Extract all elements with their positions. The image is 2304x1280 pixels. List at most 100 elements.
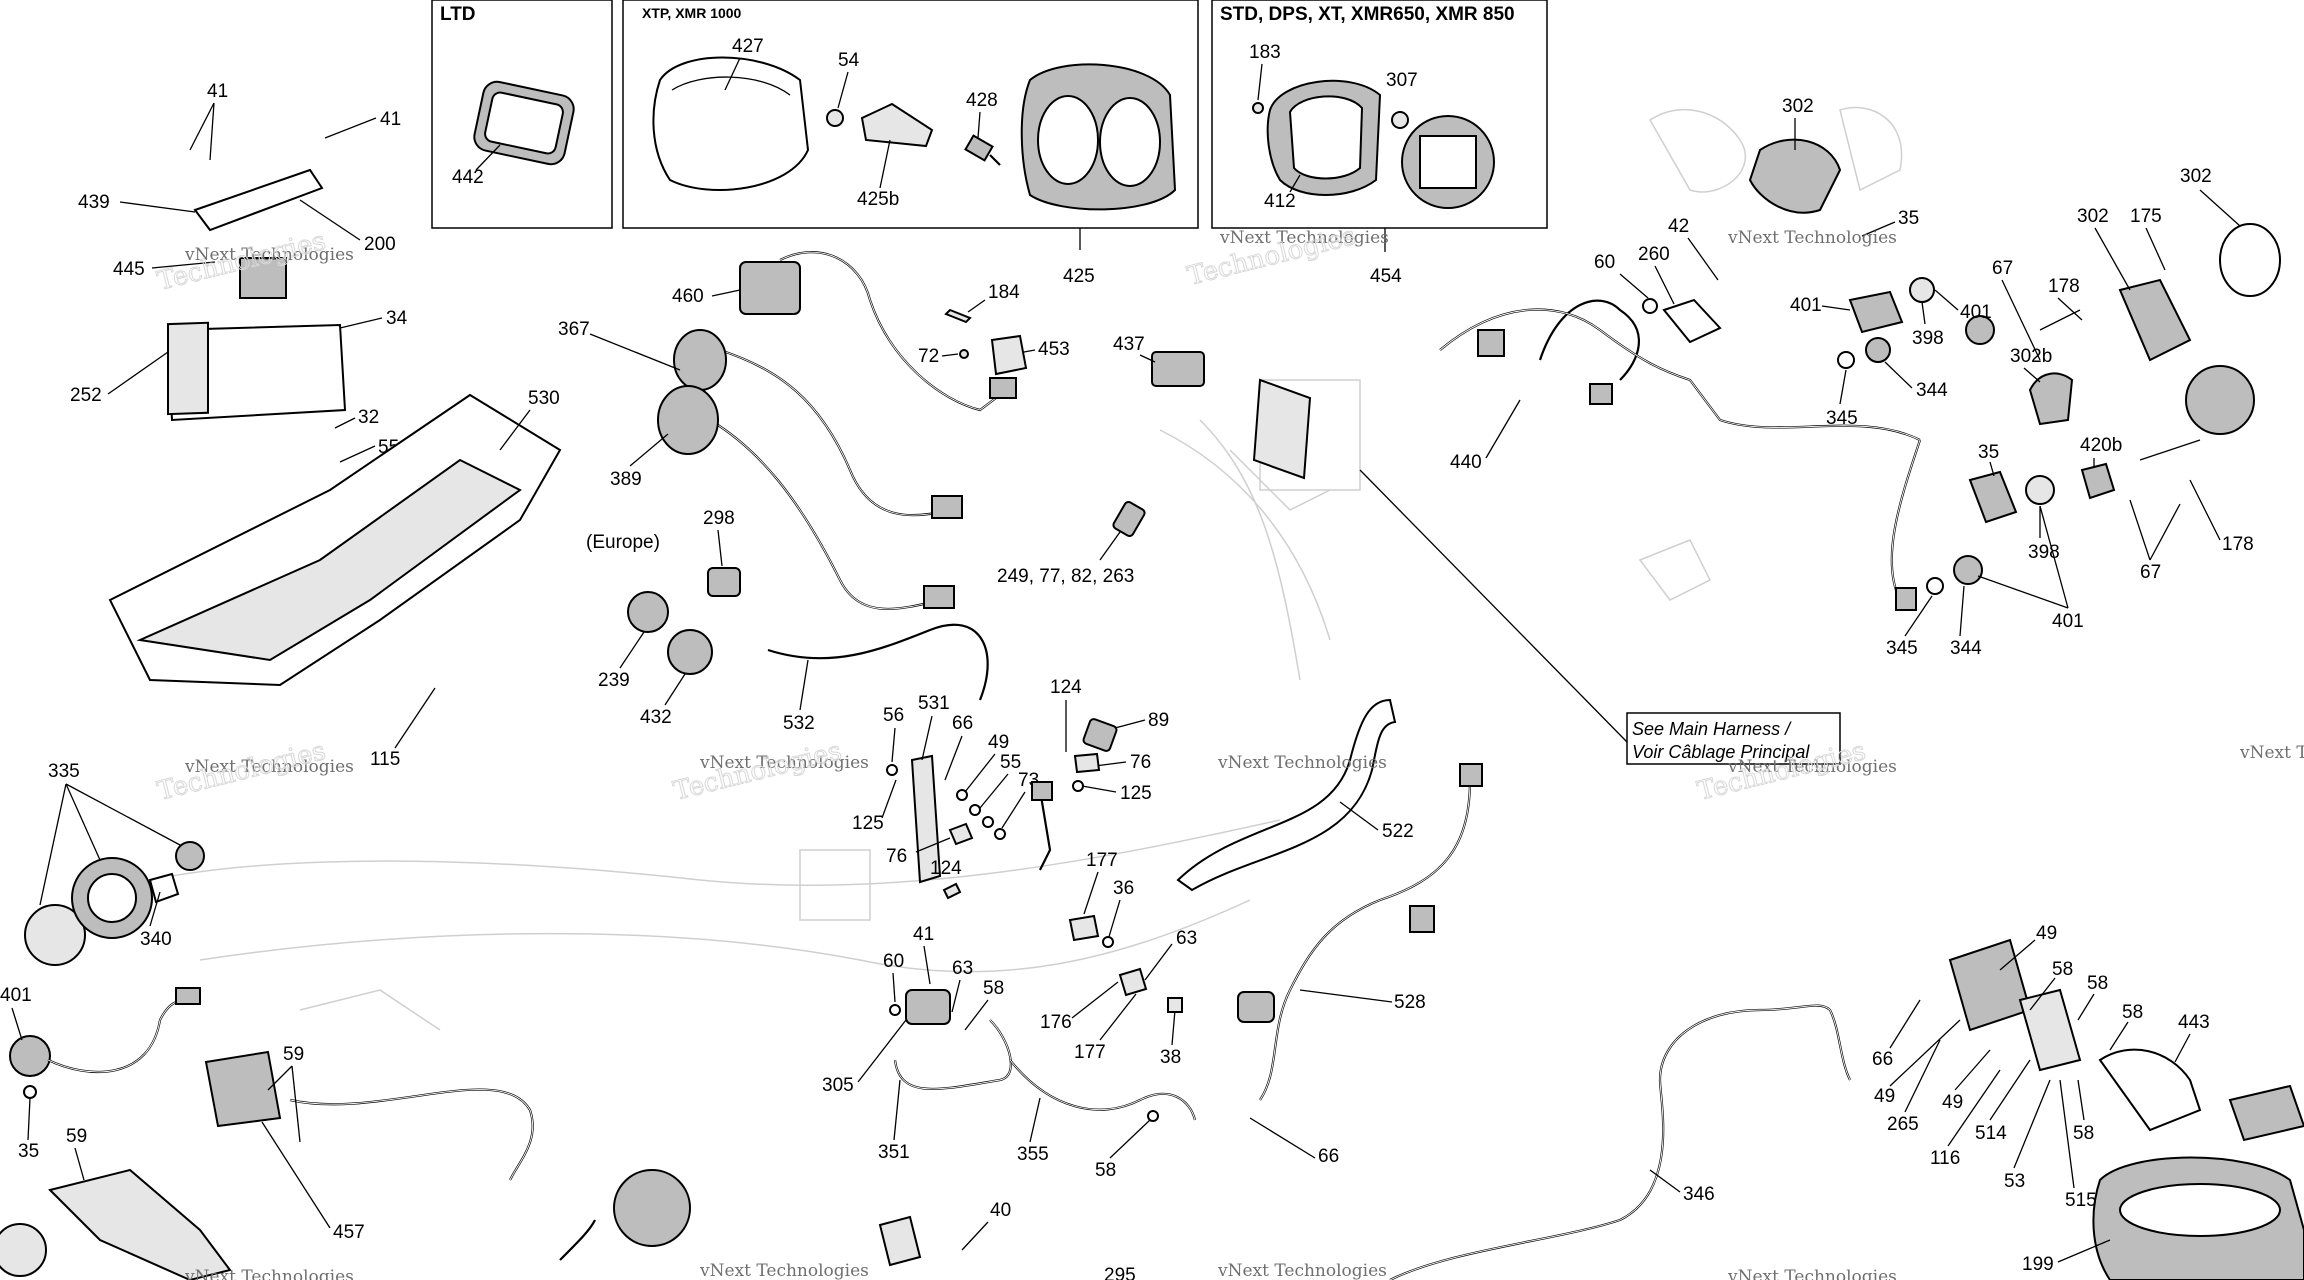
watermark-text: vNext Technologies xyxy=(184,757,354,777)
callout-177b: 177 xyxy=(1074,1042,1106,1063)
hose-522-icon xyxy=(1176,698,1397,892)
callout-49a: 49 xyxy=(988,732,1009,753)
bracket-453-icon xyxy=(990,334,1028,376)
headlight-335-icon xyxy=(24,841,205,966)
switch-432-icon xyxy=(667,629,713,675)
watermark-text: vNext Technologies xyxy=(1727,757,1897,777)
callout-35b: 35 xyxy=(1898,208,1919,229)
fuse-249-icon xyxy=(1112,500,1146,538)
callout-515: 515 xyxy=(2065,1190,2097,1211)
callout-389-europe: (Europe) xyxy=(586,532,660,553)
callout-184: 184 xyxy=(988,282,1020,303)
callout-302c: 302 xyxy=(2077,206,2109,227)
connector-icon xyxy=(989,377,1017,399)
starter-cluster-group xyxy=(1439,106,1995,611)
battery-tray-530-icon xyxy=(108,393,562,687)
main-harness-ghost-icon xyxy=(1229,378,1331,511)
bracket-40-icon xyxy=(878,1215,922,1267)
callout-76b: 76 xyxy=(1130,752,1151,773)
display-442-icon xyxy=(473,80,575,166)
callout-389: 389 xyxy=(610,469,642,490)
watermark-text: vNext Technologies xyxy=(699,1261,869,1280)
callout-443: 443 xyxy=(2178,1012,2210,1033)
callout-428: 428 xyxy=(966,90,998,111)
callout-454: 454 xyxy=(1370,266,1402,287)
callout-60a: 60 xyxy=(883,951,904,972)
callout-302a: 302 xyxy=(1782,96,1814,117)
fuse-holder-445-icon xyxy=(239,257,287,299)
bracket-425b-icon xyxy=(860,102,934,148)
taillight-457-icon xyxy=(204,1050,534,1181)
callout-56: 56 xyxy=(883,705,904,726)
callout-335: 335 xyxy=(48,761,80,782)
callout-531: 531 xyxy=(918,693,950,714)
callout-178b: 178 xyxy=(2222,534,2254,555)
callout-460: 460 xyxy=(672,286,704,307)
callout-252: 252 xyxy=(70,385,102,406)
callout-260: 260 xyxy=(1638,244,1670,265)
callout-522: 522 xyxy=(1382,821,1414,842)
callout-58c: 58 xyxy=(2052,959,2073,980)
callout-41b: 41 xyxy=(380,109,401,130)
connector-298-icon xyxy=(707,567,741,597)
callout-183: 183 xyxy=(1249,42,1281,63)
callout-199: 199 xyxy=(2022,1254,2054,1275)
callout-514: 514 xyxy=(1975,1123,2007,1144)
callout-432: 432 xyxy=(640,707,672,728)
callout-53: 53 xyxy=(2004,1171,2025,1192)
switch-367-icon xyxy=(673,329,727,391)
plate-514-icon xyxy=(2018,988,2082,1072)
bolt-38-icon xyxy=(1167,997,1183,1013)
watermark-text: vNext Technologies xyxy=(1219,228,1389,248)
housing-icon xyxy=(2185,365,2255,435)
callout-41c: 41 xyxy=(913,924,934,945)
watermark-big: Technologies xyxy=(670,736,844,807)
callout-58e: 58 xyxy=(2122,1002,2143,1023)
callout-35a: 35 xyxy=(18,1141,39,1162)
callout-442: 442 xyxy=(452,167,484,188)
callout-340: 340 xyxy=(140,929,172,950)
callout-176: 176 xyxy=(1040,1012,1072,1033)
callout-124b: 124 xyxy=(1050,677,1082,698)
callout-532: 532 xyxy=(783,713,815,734)
license-bracket-icon xyxy=(48,1168,232,1280)
callout-116: 116 xyxy=(1930,1148,1960,1169)
callout-305: 305 xyxy=(822,1075,854,1096)
nut-58-icon xyxy=(1147,1110,1159,1122)
connector-73-icon xyxy=(1031,781,1053,801)
callout-355: 355 xyxy=(1017,1144,1049,1165)
solenoid-305-icon xyxy=(889,989,951,1025)
callout-178a: 178 xyxy=(2048,276,2080,297)
motor-302-icon xyxy=(1748,138,1842,214)
cable-355-icon xyxy=(1009,1059,1197,1121)
watermark-text: vNext Technologies xyxy=(2239,743,2304,763)
callout-66b: 66 xyxy=(1318,1146,1339,1167)
callout-412: 412 xyxy=(1264,191,1296,212)
clamp-176-icon xyxy=(1118,967,1148,997)
callout-66c: 66 xyxy=(1872,1049,1893,1070)
callout-307: 307 xyxy=(1386,70,1418,91)
callout-457: 457 xyxy=(333,1222,365,1243)
callout-40: 40 xyxy=(990,1200,1011,1221)
contactor-265-icon xyxy=(1948,938,2032,1032)
callout-177a: 177 xyxy=(1086,850,1118,871)
std-box-title: STD, DPS, XT, XMR650, XMR 850 xyxy=(1220,4,1515,25)
callout-67b: 67 xyxy=(2140,562,2161,583)
callout-59b: 59 xyxy=(283,1044,304,1065)
callout-49d: 49 xyxy=(1942,1092,1963,1113)
callout-453: 453 xyxy=(1038,339,1070,360)
callout-530: 530 xyxy=(528,388,560,409)
callout-445: 445 xyxy=(113,259,145,280)
instrument-cluster-icon xyxy=(1020,63,1177,211)
callout-49c: 49 xyxy=(1874,1086,1895,1107)
callout-125b: 125 xyxy=(1120,783,1152,804)
callout-175: 175 xyxy=(2130,206,2162,227)
callout-63b: 63 xyxy=(952,958,973,979)
battery-strap-icon xyxy=(193,168,324,232)
cable-73-icon xyxy=(1038,789,1052,871)
worklight-icon xyxy=(613,1169,691,1247)
switch-460-icon xyxy=(739,261,801,315)
spring-184-icon xyxy=(944,308,972,324)
callout-89: 89 xyxy=(1148,710,1169,731)
callout-36: 36 xyxy=(1113,878,1134,899)
